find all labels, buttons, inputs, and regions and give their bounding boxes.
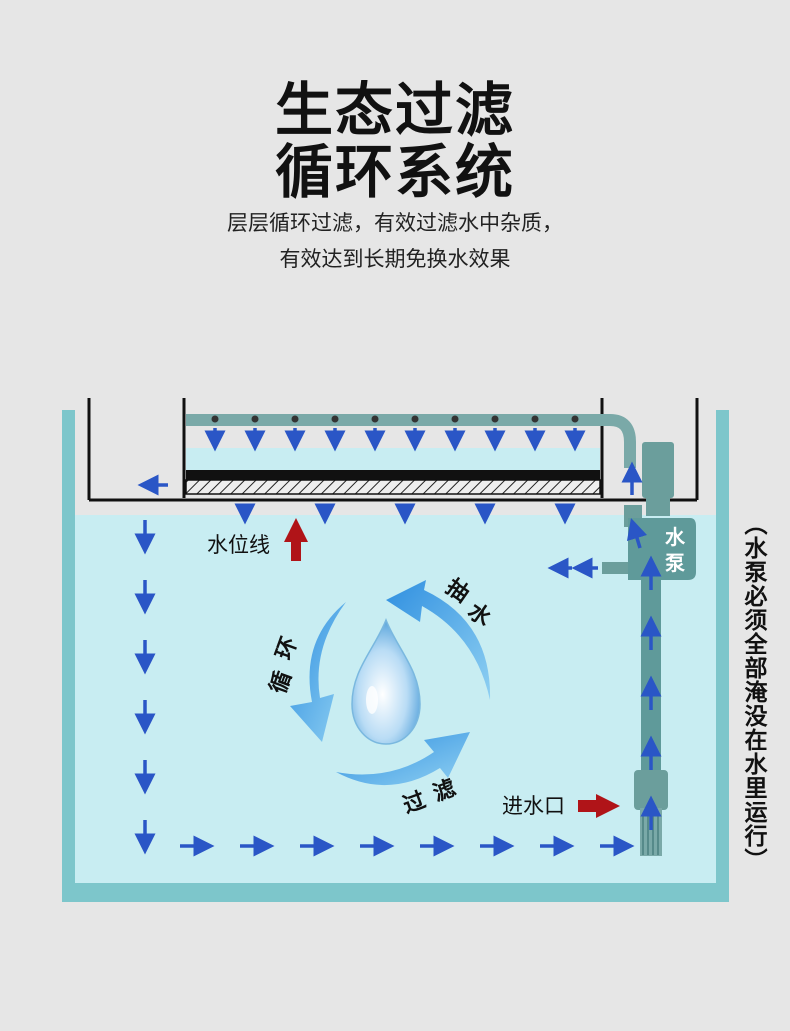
filter-media-layer	[186, 470, 600, 480]
filter-sponge-layer	[185, 479, 601, 495]
inlet-arrow	[578, 794, 620, 818]
subtitle-line1: 层层循环过滤，有效过滤水中杂质，	[227, 211, 563, 235]
flow-arrows	[134, 428, 635, 857]
water-drop-icon	[351, 617, 421, 745]
pump-label-1: 水	[665, 525, 686, 549]
water-level-label: 水位线	[207, 533, 270, 557]
cycle-arrows	[290, 580, 491, 786]
pump-flow-arrows	[621, 461, 662, 830]
tank-wall-bottom	[62, 883, 729, 902]
page-title-line1: 生态过滤	[274, 76, 515, 144]
pump-label-2: 泵	[665, 551, 685, 575]
side-note: （水泵必须全部淹没在水里运行）	[740, 512, 766, 872]
spray-pipe	[186, 414, 636, 468]
spray-holes	[211, 415, 579, 423]
tank-wall-left	[62, 410, 75, 902]
water-drop-highlight	[366, 686, 378, 714]
filter-water-layer	[186, 448, 600, 470]
page-title-line2: 循环系统	[274, 138, 515, 206]
water-level-arrow	[284, 518, 308, 561]
subtitle-line2: 有效达到长期免换水效果	[279, 247, 511, 271]
water-inlet-label: 进水口	[502, 794, 565, 818]
tank-wall-right	[716, 410, 729, 902]
